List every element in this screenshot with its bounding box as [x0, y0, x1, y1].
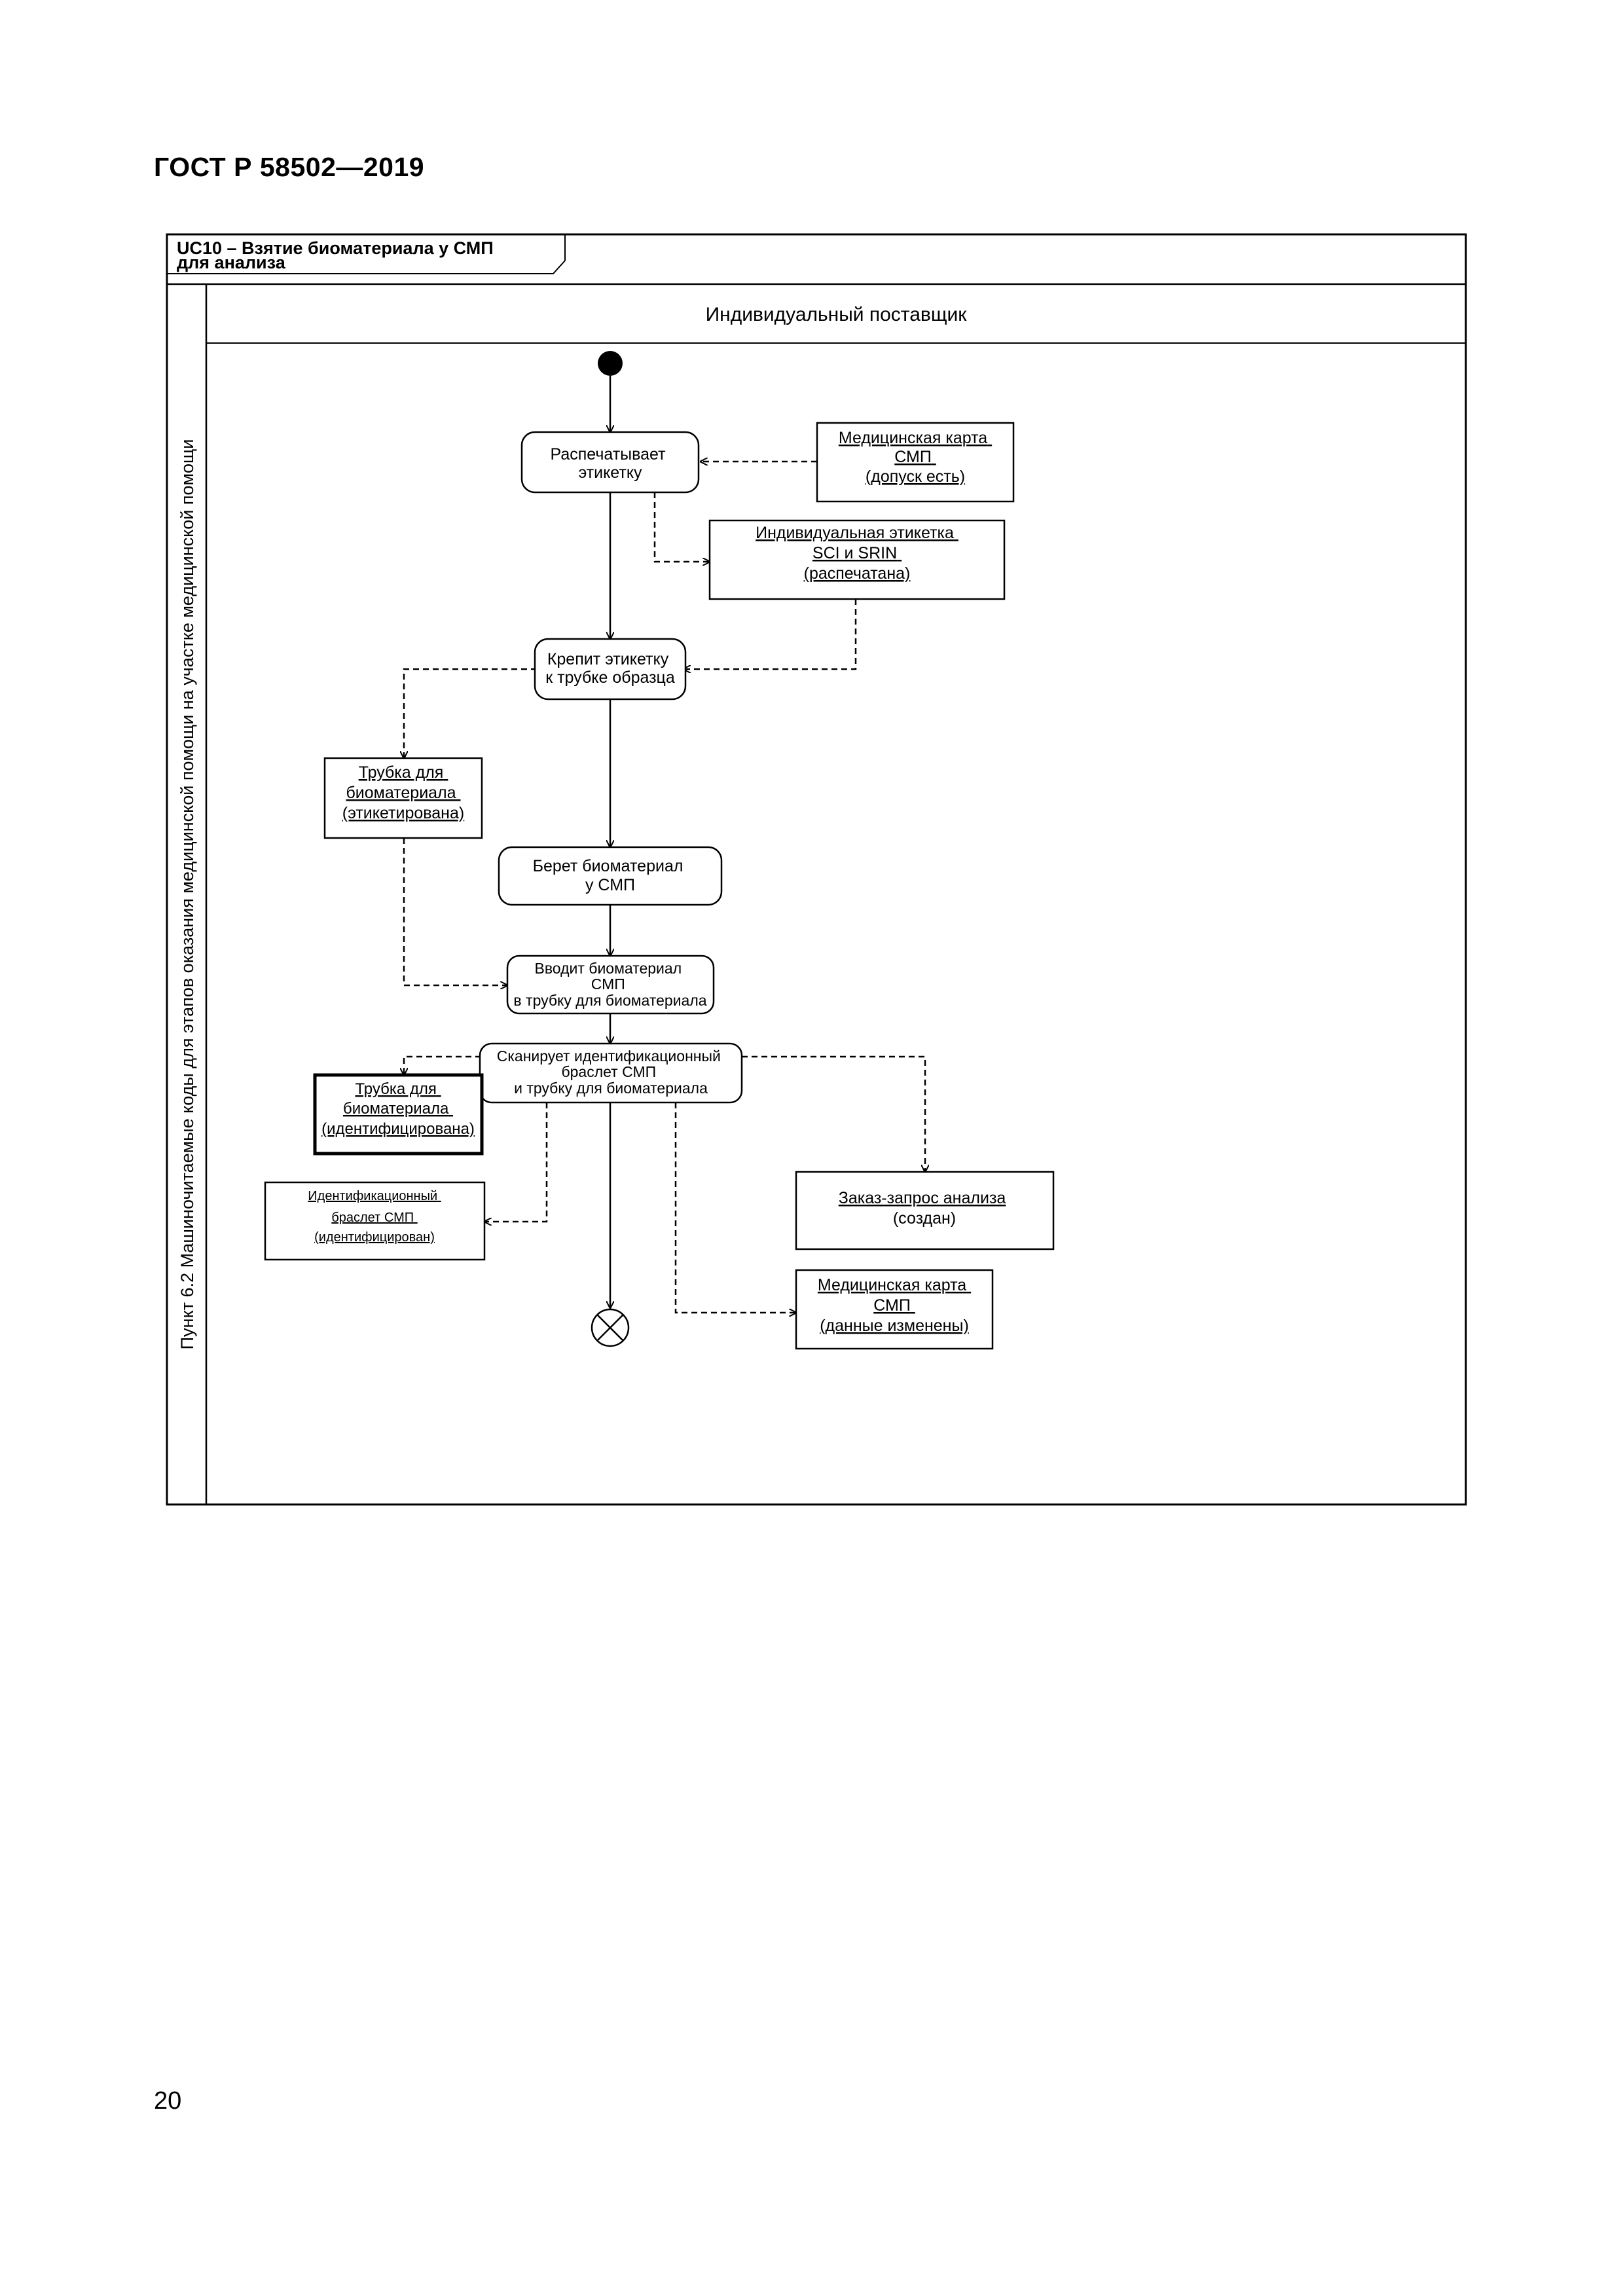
- initial-node: [598, 351, 623, 376]
- object-bracelet-identified: Идентификационный браслет СМП (идентифиц…: [264, 1181, 486, 1261]
- action-insert-biomaterial: Вводит биоматериал СМП в трубку для биом…: [506, 955, 715, 1015]
- svg-text:Сканирует идентификационный: Сканирует идентификационный браслет СМП …: [497, 1048, 725, 1097]
- action-take-biomaterial: Берет биоматериал у СМП: [498, 846, 723, 906]
- svg-text:Медицинская карта СМП: Медицинская карта СМП (данные изменены): [818, 1276, 971, 1335]
- svg-text:Идентификационный брасле: Идентификационный браслет СМП (идентифиц…: [308, 1189, 441, 1245]
- svg-text:Крепит этикетку к трубке: Крепит этикетку к трубке образца: [545, 650, 675, 687]
- page-number: 20: [154, 2087, 182, 2115]
- object-flows: [404, 462, 925, 1313]
- object-individual-label: Индивидуальная этикетка SCI и SRIN (расп…: [708, 519, 1006, 600]
- svg-text:Заказ-запрос анализа (со: Заказ-запрос анализа (создан): [839, 1189, 1011, 1228]
- object-tube-labeled: Трубка для биоматериала (этикетирована): [323, 757, 483, 839]
- frame-title: UC10 – Взятие биоматериала у СМП для ана…: [177, 238, 498, 272]
- object-order-request: Заказ-запрос анализа (создан): [795, 1171, 1055, 1250]
- svg-text:Медицинская карта СМП: Медицинская карта СМП (допуск есть): [839, 429, 992, 486]
- diagram-frame: [166, 233, 1467, 1506]
- flow-final-node: [591, 1308, 630, 1347]
- action-scan-bracelet-tube: Сканирует идентификационный браслет СМП …: [479, 1042, 743, 1104]
- document-header: ГОСТ Р 58502—2019: [154, 152, 425, 182]
- svg-text:Трубка для биоматериала: Трубка для биоматериала (идентифицирован…: [321, 1080, 475, 1138]
- action-attach-label: Крепит этикетку к трубке образца: [534, 638, 687, 701]
- swimlane-title: Индивидуальный поставщик: [706, 304, 968, 325]
- svg-text:Берет биоматериал у СМП: Берет биоматериал у СМП: [533, 857, 688, 894]
- svg-text:Индивидуальная этикетка: Индивидуальная этикетка SCI и SRIN (расп…: [756, 524, 958, 583]
- object-med-card-changed: Медицинская карта СМП (данные изменены): [795, 1269, 994, 1350]
- svg-text:Вводит биоматериал СМП: Вводит биоматериал СМП в трубку для биом…: [513, 960, 706, 1009]
- svg-text:Распечатывает этикетку: Распечатывает этикетку: [550, 445, 670, 482]
- object-med-card-access: Медицинская карта СМП (допуск есть): [816, 422, 1015, 503]
- object-tube-identified: Трубка для биоматериала (идентифицирован…: [313, 1073, 484, 1156]
- svg-text:Трубка для биоматериала: Трубка для биоматериала (этикетирована): [342, 763, 464, 822]
- action-print-label: Распечатывает этикетку: [520, 431, 700, 494]
- side-label: Пункт 6.2 Машиночитаемые коды для этапов…: [177, 439, 197, 1350]
